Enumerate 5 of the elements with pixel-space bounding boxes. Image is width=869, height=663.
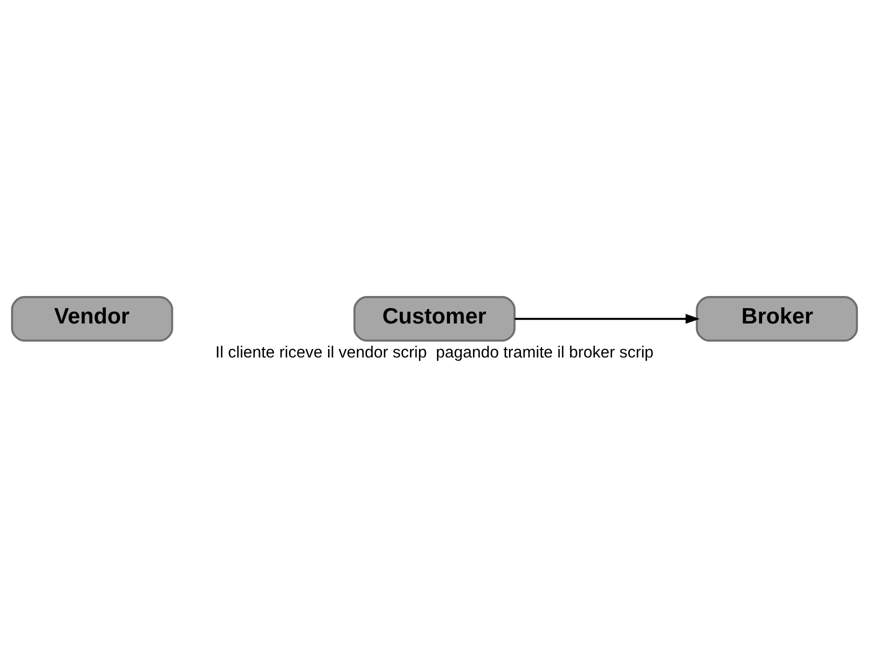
node-box: Customer [353, 296, 516, 342]
caption: Il cliente riceve il vendor scrip pagando tramite il broker scrip [215, 343, 654, 362]
node-box: Broker [696, 296, 858, 342]
arrow [514, 313, 700, 324]
node-box: Vendor [11, 296, 174, 342]
